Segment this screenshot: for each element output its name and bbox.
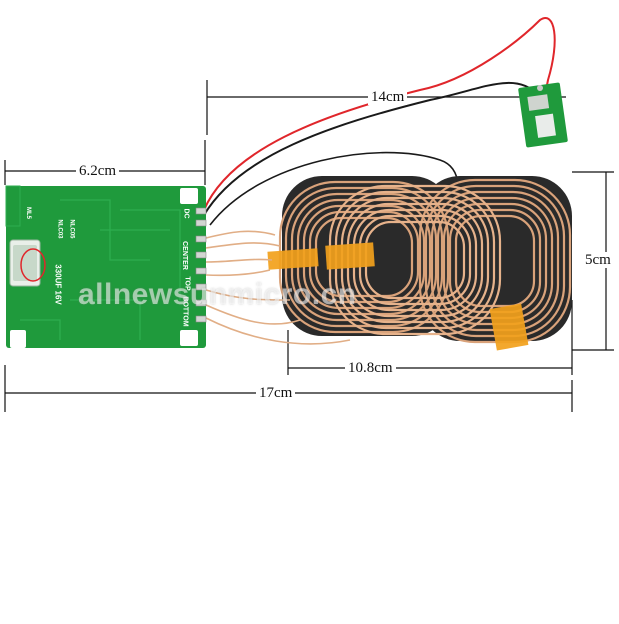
main-pcb <box>5 185 207 348</box>
pcb-label-nlc05: NLC05 <box>68 219 75 239</box>
pcb-label-dc: DC <box>182 208 190 219</box>
dimension-label-14cm: 14cm <box>368 89 408 105</box>
pcb-label-capacitor: 330UF 16V <box>53 264 63 305</box>
watermark-text: allnewsunmicro.cn <box>78 278 357 311</box>
coil-leads <box>205 230 351 345</box>
dimension-label-6-2cm: 6.2cm <box>76 163 120 179</box>
pcb-label-ml5: ML5 <box>25 207 31 219</box>
dimension-label-5cm: 5cm <box>582 252 614 268</box>
pcb-label-nlc03: NLC03 <box>56 219 63 239</box>
dimension-label-17cm: 17cm <box>256 385 296 401</box>
kapton-tapes <box>267 242 529 351</box>
dimension-label-10-8cm: 10.8cm <box>345 360 396 376</box>
small-sensor-board <box>518 82 568 148</box>
pcb-label-center: CENTER <box>180 241 188 270</box>
